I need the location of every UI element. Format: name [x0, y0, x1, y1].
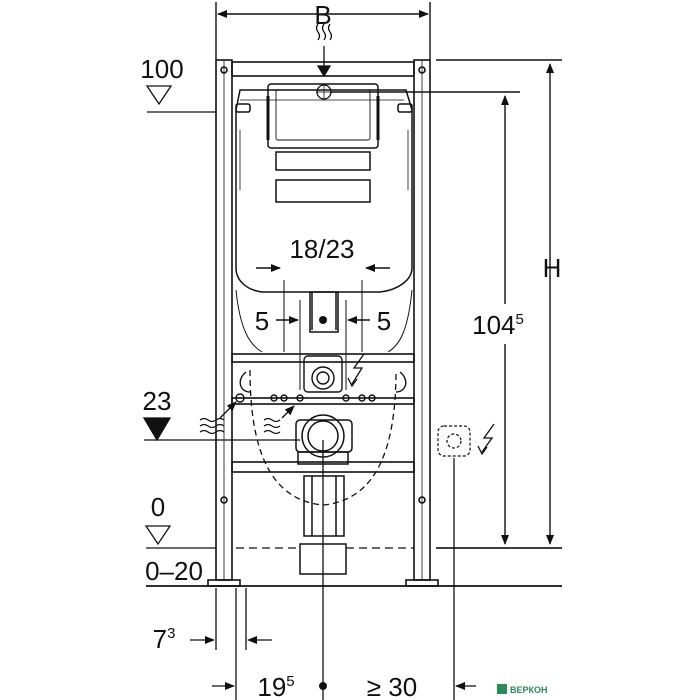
cistern-lower-lines [235, 280, 413, 353]
level-0-label: 0 [151, 492, 165, 522]
drain-bend [295, 414, 353, 575]
drain-fittings [235, 355, 407, 403]
floor-range-label: 0–20 [145, 556, 203, 586]
height-104-label-bg [470, 304, 540, 344]
level-100-marker [145, 85, 216, 113]
level-0-marker [144, 525, 562, 587]
toilet-outline [249, 369, 397, 506]
cistern [235, 83, 413, 333]
offset-dimensions [276, 300, 370, 390]
level-100-label: 100 [140, 54, 183, 84]
dim-19-label: 195 [257, 672, 294, 700]
water-supply-icon [199, 401, 295, 435]
center-point [319, 316, 327, 324]
bottom-dimensions [190, 440, 476, 700]
socket-electrical-icon [477, 423, 495, 456]
watermark-logo: ВЕРКОН [497, 684, 548, 695]
level-23-label: 23 [143, 386, 172, 416]
offset-right-label: 5 [377, 306, 391, 336]
level-23-marker [142, 417, 300, 442]
width-label: B [314, 0, 331, 30]
height-104-label: 1045 [472, 310, 524, 340]
width-dimension [215, 2, 431, 60]
height-label: H [543, 253, 562, 283]
water-supply-top-icon [315, 23, 333, 100]
spacing-18-23-label: 18/23 [289, 234, 354, 264]
watermark-text: ВЕРКОН [510, 685, 548, 695]
dim-30-label: ≥ 30 [367, 672, 417, 700]
bottom-center-point [319, 682, 327, 690]
installation-frame [207, 59, 439, 587]
dim-7-label: 73 [153, 624, 176, 654]
electrical-connection-icon [347, 353, 365, 388]
offset-left-label: 5 [255, 306, 269, 336]
socket-icon [437, 425, 471, 457]
